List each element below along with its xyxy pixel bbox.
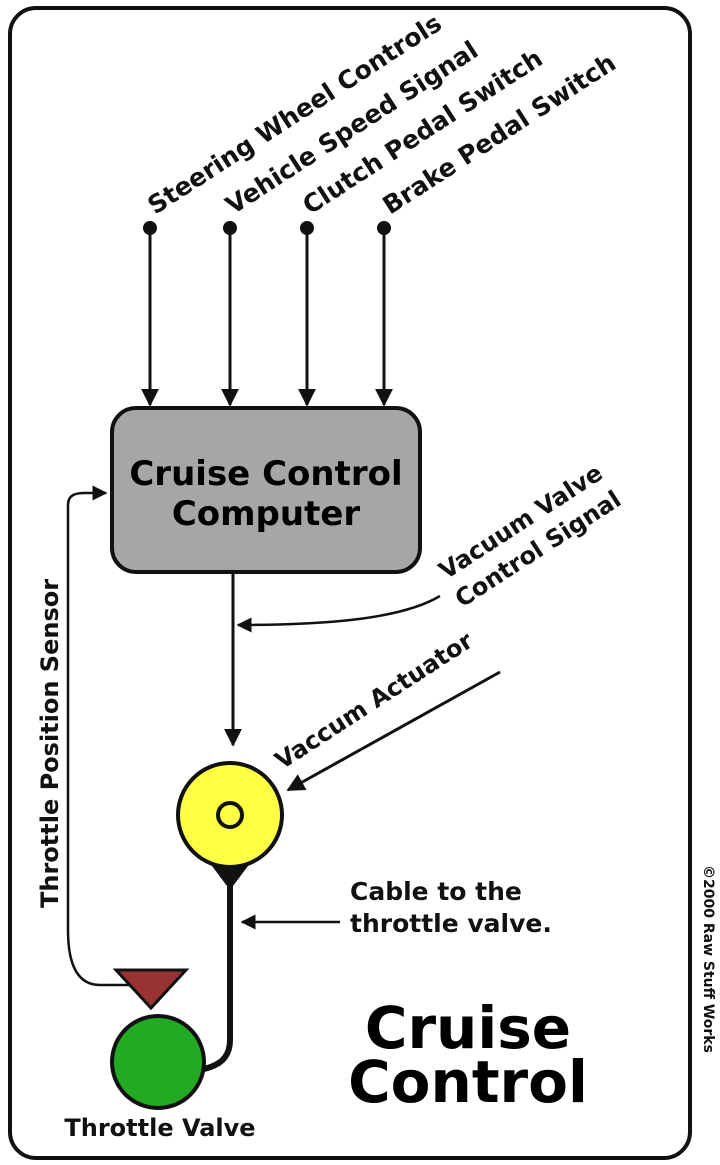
vacuum-actuator-hub <box>216 801 244 829</box>
input-dot-brake <box>377 221 391 235</box>
throttle-sensor-label: Throttle Position Sensor <box>36 579 64 908</box>
throttle-position-sensor <box>112 968 190 1011</box>
input-lines <box>141 221 393 407</box>
cable-label-line2: throttle valve. <box>350 909 552 938</box>
copyright-text: ©2000 Raw Stuff Works <box>700 865 716 1053</box>
computer-label-line2: Computer <box>172 494 361 534</box>
vacuum-actuator-pointer <box>286 670 501 792</box>
actuator-connector <box>212 866 248 890</box>
cable-label-line1: Cable to the <box>350 877 522 906</box>
throttle-valve-label: Throttle Valve <box>64 1114 255 1142</box>
throttle-valve <box>110 1014 206 1110</box>
diagram-title-line1: Cruise <box>365 994 571 1062</box>
vacuum-valve-pointer <box>236 594 441 633</box>
diagram-title-line2: Control <box>348 1048 588 1116</box>
computer-box <box>110 406 422 574</box>
frame <box>8 6 692 1160</box>
input-dot-clutch <box>300 221 314 235</box>
input-dot-speed <box>223 221 237 235</box>
computer-label-line1: Cruise Control <box>129 454 402 494</box>
input-dot-steering <box>143 221 157 235</box>
throttle-sensor-feedback-line <box>66 485 142 987</box>
